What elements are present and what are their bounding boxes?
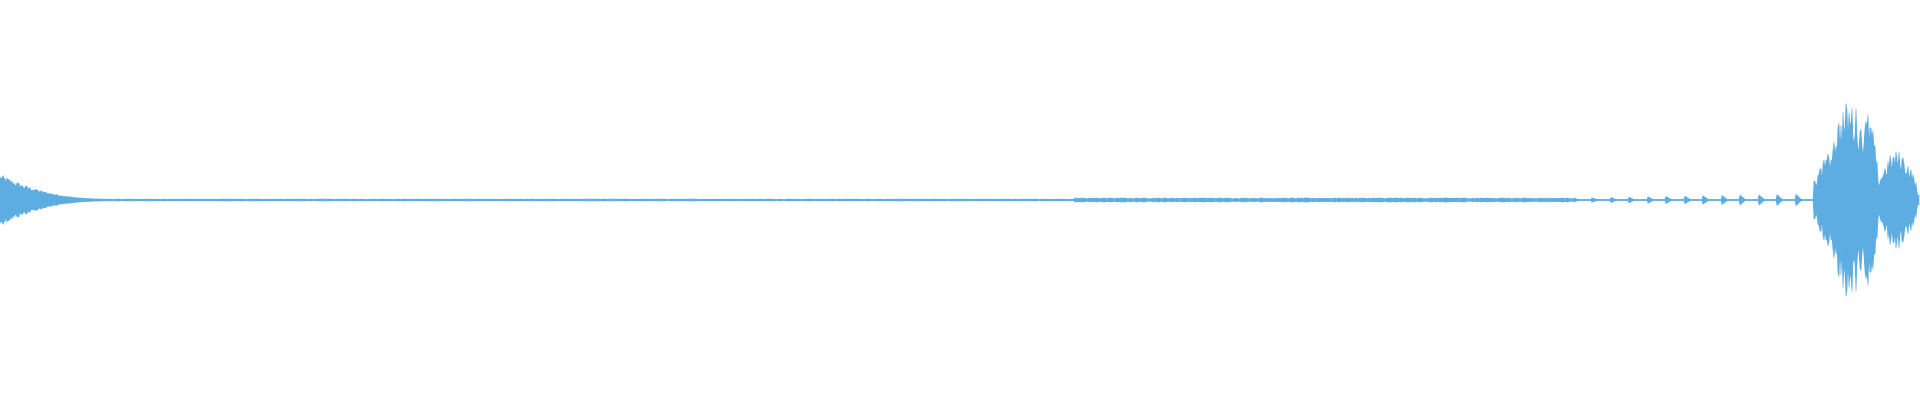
- waveform-path: [0, 103, 1920, 297]
- waveform-track: [0, 103, 1920, 297]
